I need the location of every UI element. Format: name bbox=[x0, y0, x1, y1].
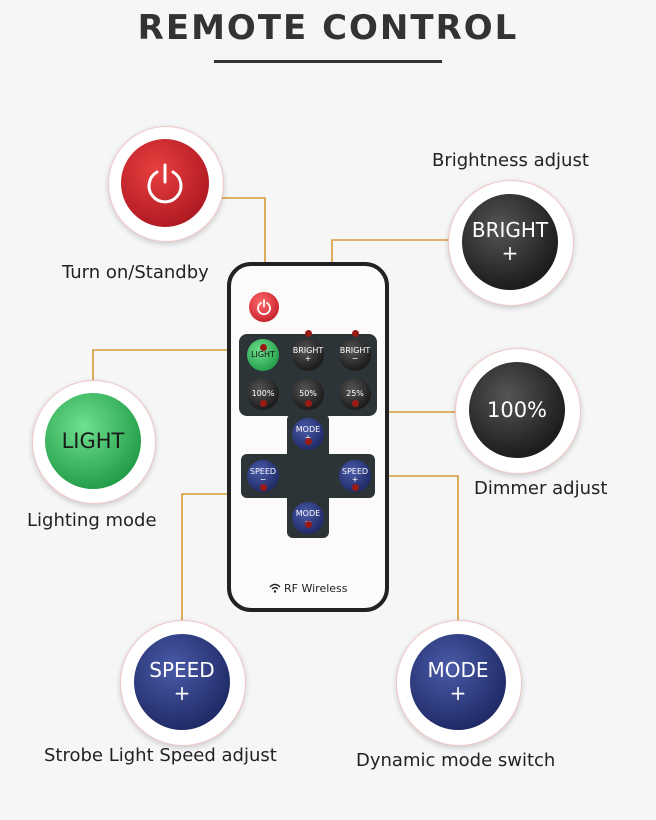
remote-speed-plus-sign: + bbox=[351, 475, 359, 484]
power-icon-small bbox=[257, 299, 271, 316]
label-power: Turn on/Standby bbox=[62, 262, 209, 283]
remote-brand-text: RF Wireless bbox=[284, 582, 348, 595]
remote-mode-minus-button[interactable]: MODE − bbox=[292, 502, 324, 534]
dot-speed-plus bbox=[352, 484, 359, 491]
dimmer-callout: 100% bbox=[469, 362, 565, 458]
line-light bbox=[92, 349, 262, 380]
mode-callout: MODE + bbox=[410, 634, 506, 730]
label-speed: Strobe Light Speed adjust bbox=[44, 745, 277, 766]
label-brightness: Brightness adjust bbox=[432, 150, 589, 171]
remote-mode-plus-button[interactable]: MODE + bbox=[292, 418, 324, 450]
remote-mode-plus-sign: + bbox=[305, 433, 312, 442]
remote-speed-plus-button[interactable]: SPEED + bbox=[339, 460, 371, 492]
speed-callout-sign: + bbox=[173, 681, 191, 705]
remote-speed-minus-label: SPEED bbox=[249, 466, 277, 476]
remote-25-label: 25% bbox=[346, 388, 364, 398]
remote-50-label: 50% bbox=[299, 388, 317, 398]
label-mode: Dynamic mode switch bbox=[356, 750, 556, 771]
dot-mode-minus bbox=[305, 521, 312, 528]
remote-bright-plus-label: BRIGHT bbox=[292, 345, 324, 355]
speed-callout: SPEED + bbox=[134, 634, 230, 730]
label-light: Lighting mode bbox=[27, 510, 157, 531]
remote-bright-plus-button[interactable]: BRIGHT + bbox=[292, 339, 324, 371]
dot-bright-minus bbox=[352, 330, 359, 337]
dot-mode-plus bbox=[305, 438, 312, 445]
bright-callout-sign: + bbox=[501, 241, 519, 265]
remote-speed-minus-sign: − bbox=[259, 475, 267, 484]
bright-callout: BRIGHT + bbox=[462, 194, 558, 290]
remote-bright-minus-sign: − bbox=[351, 354, 359, 363]
remote-mode-plus-label: MODE bbox=[295, 424, 321, 434]
remote-100-label: 100% bbox=[251, 388, 275, 398]
bright-callout-text: BRIGHT bbox=[471, 218, 549, 242]
mode-callout-sign: + bbox=[449, 681, 467, 705]
power-icon bbox=[147, 163, 183, 204]
mode-callout-text: MODE bbox=[427, 658, 489, 682]
remote-body: LIGHT BRIGHT + BRIGHT − 100% 50% 25% MOD… bbox=[227, 262, 389, 612]
light-callout-text: LIGHT bbox=[61, 428, 125, 453]
dimmer-callout-text: 100% bbox=[486, 397, 548, 422]
remote-bright-plus-sign: + bbox=[304, 354, 312, 363]
light-callout: LIGHT bbox=[45, 393, 141, 489]
page-title: REMOTE CONTROL bbox=[137, 8, 519, 48]
dot-25 bbox=[352, 400, 359, 407]
dot-100 bbox=[260, 400, 267, 407]
remote-mode-minus-label: MODE bbox=[295, 508, 321, 518]
speed-callout-text: SPEED bbox=[149, 658, 215, 682]
remote-brand: RF Wireless bbox=[231, 582, 385, 595]
dot-50 bbox=[305, 400, 312, 407]
remote-speed-plus-label: SPEED bbox=[341, 466, 369, 476]
remote-light-label: LIGHT bbox=[251, 349, 275, 359]
wifi-icon bbox=[269, 583, 280, 593]
dot-speed-minus bbox=[260, 484, 267, 491]
title-underline bbox=[214, 60, 442, 63]
remote-bright-minus-label: BRIGHT bbox=[339, 345, 371, 355]
remote-power-button[interactable] bbox=[249, 292, 279, 322]
dot-light bbox=[260, 344, 267, 351]
dot-bright-plus bbox=[305, 330, 312, 337]
remote-bright-minus-button[interactable]: BRIGHT − bbox=[339, 339, 371, 371]
label-dimmer: Dimmer adjust bbox=[474, 478, 608, 499]
power-callout bbox=[121, 139, 209, 227]
